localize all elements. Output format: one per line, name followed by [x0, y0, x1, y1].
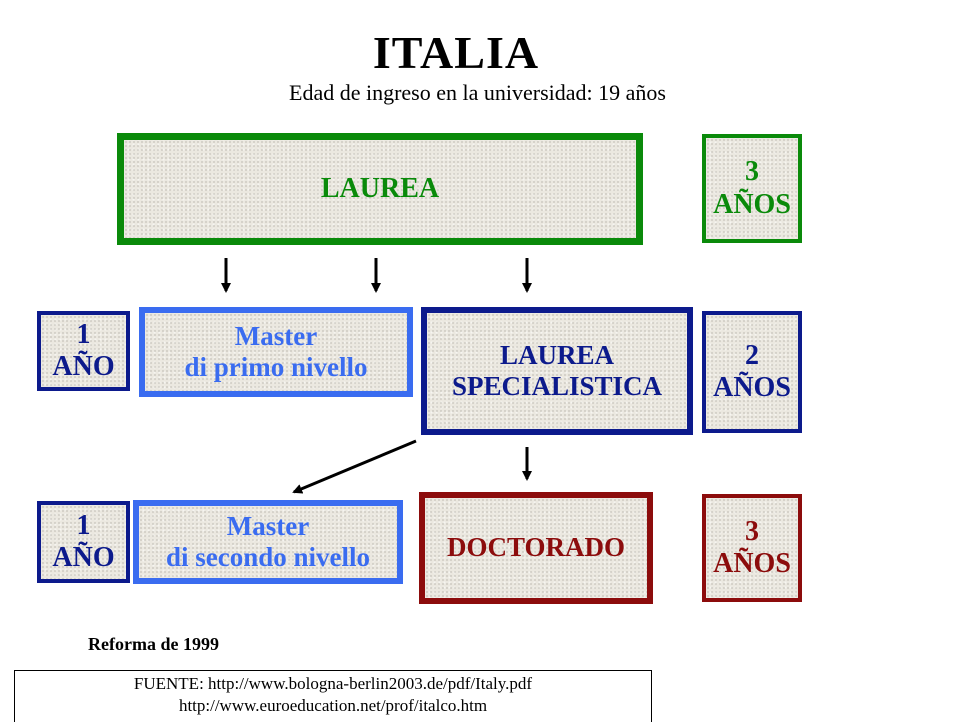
duration-number: 1: [76, 318, 91, 350]
master-primo-line2: di primo nivello: [184, 352, 368, 382]
page-title: ITALIA: [372, 27, 540, 78]
arrow-to-master-secondo: [292, 439, 417, 494]
doctorado-label: DOCTORADO: [446, 532, 626, 563]
duration-number: 3: [745, 156, 759, 188]
duration-unit: AÑO: [52, 351, 115, 382]
source-line-2: http://www.euroeducation.net/prof/italco…: [178, 696, 488, 715]
doctorado-duration-box: 3 AÑOS: [702, 494, 802, 602]
laurea-label: LAUREA: [320, 172, 440, 204]
duration-number: 2: [745, 339, 759, 371]
duration-unit: AÑOS: [713, 188, 791, 220]
master-primo-box: Master di primo nivello: [139, 307, 413, 397]
laurea-box: LAUREA: [117, 133, 643, 245]
laurea-duration-box: 3 AÑOS: [702, 134, 802, 243]
specialistica-duration-box: 2 AÑOS: [702, 311, 802, 433]
source-box: FUENTE: http://www.bologna-berlin2003.de…: [14, 670, 652, 722]
doctorado-box: DOCTORADO: [419, 492, 653, 604]
duration-number: 1: [76, 509, 91, 541]
specialistica-line1: LAUREA: [499, 339, 614, 370]
page-subtitle: Edad de ingreso en la universidad: 19 añ…: [289, 80, 666, 105]
master-primo-line1: Master: [234, 320, 318, 351]
master-secondo-line1: Master: [226, 510, 310, 541]
duration-unit: AÑOS: [713, 548, 791, 579]
specialistica-line2: SPECIALISTICA: [451, 371, 663, 401]
duration-number: 3: [745, 515, 759, 547]
master-secondo-box: Master di secondo nivello: [133, 500, 403, 584]
laurea-specialistica-box: LAUREA SPECIALISTICA: [421, 307, 693, 435]
master-secondo-line2: di secondo nivello: [165, 542, 371, 572]
source-line-1: FUENTE: http://www.bologna-berlin2003.de…: [133, 674, 533, 693]
duration-unit: AÑO: [52, 542, 115, 573]
master1-duration-box: 1 AÑO: [37, 311, 130, 391]
reforma-label: Reforma de 1999: [88, 634, 219, 654]
duration-unit: AÑOS: [713, 372, 791, 403]
master2-duration-box: 1 AÑO: [37, 501, 130, 583]
